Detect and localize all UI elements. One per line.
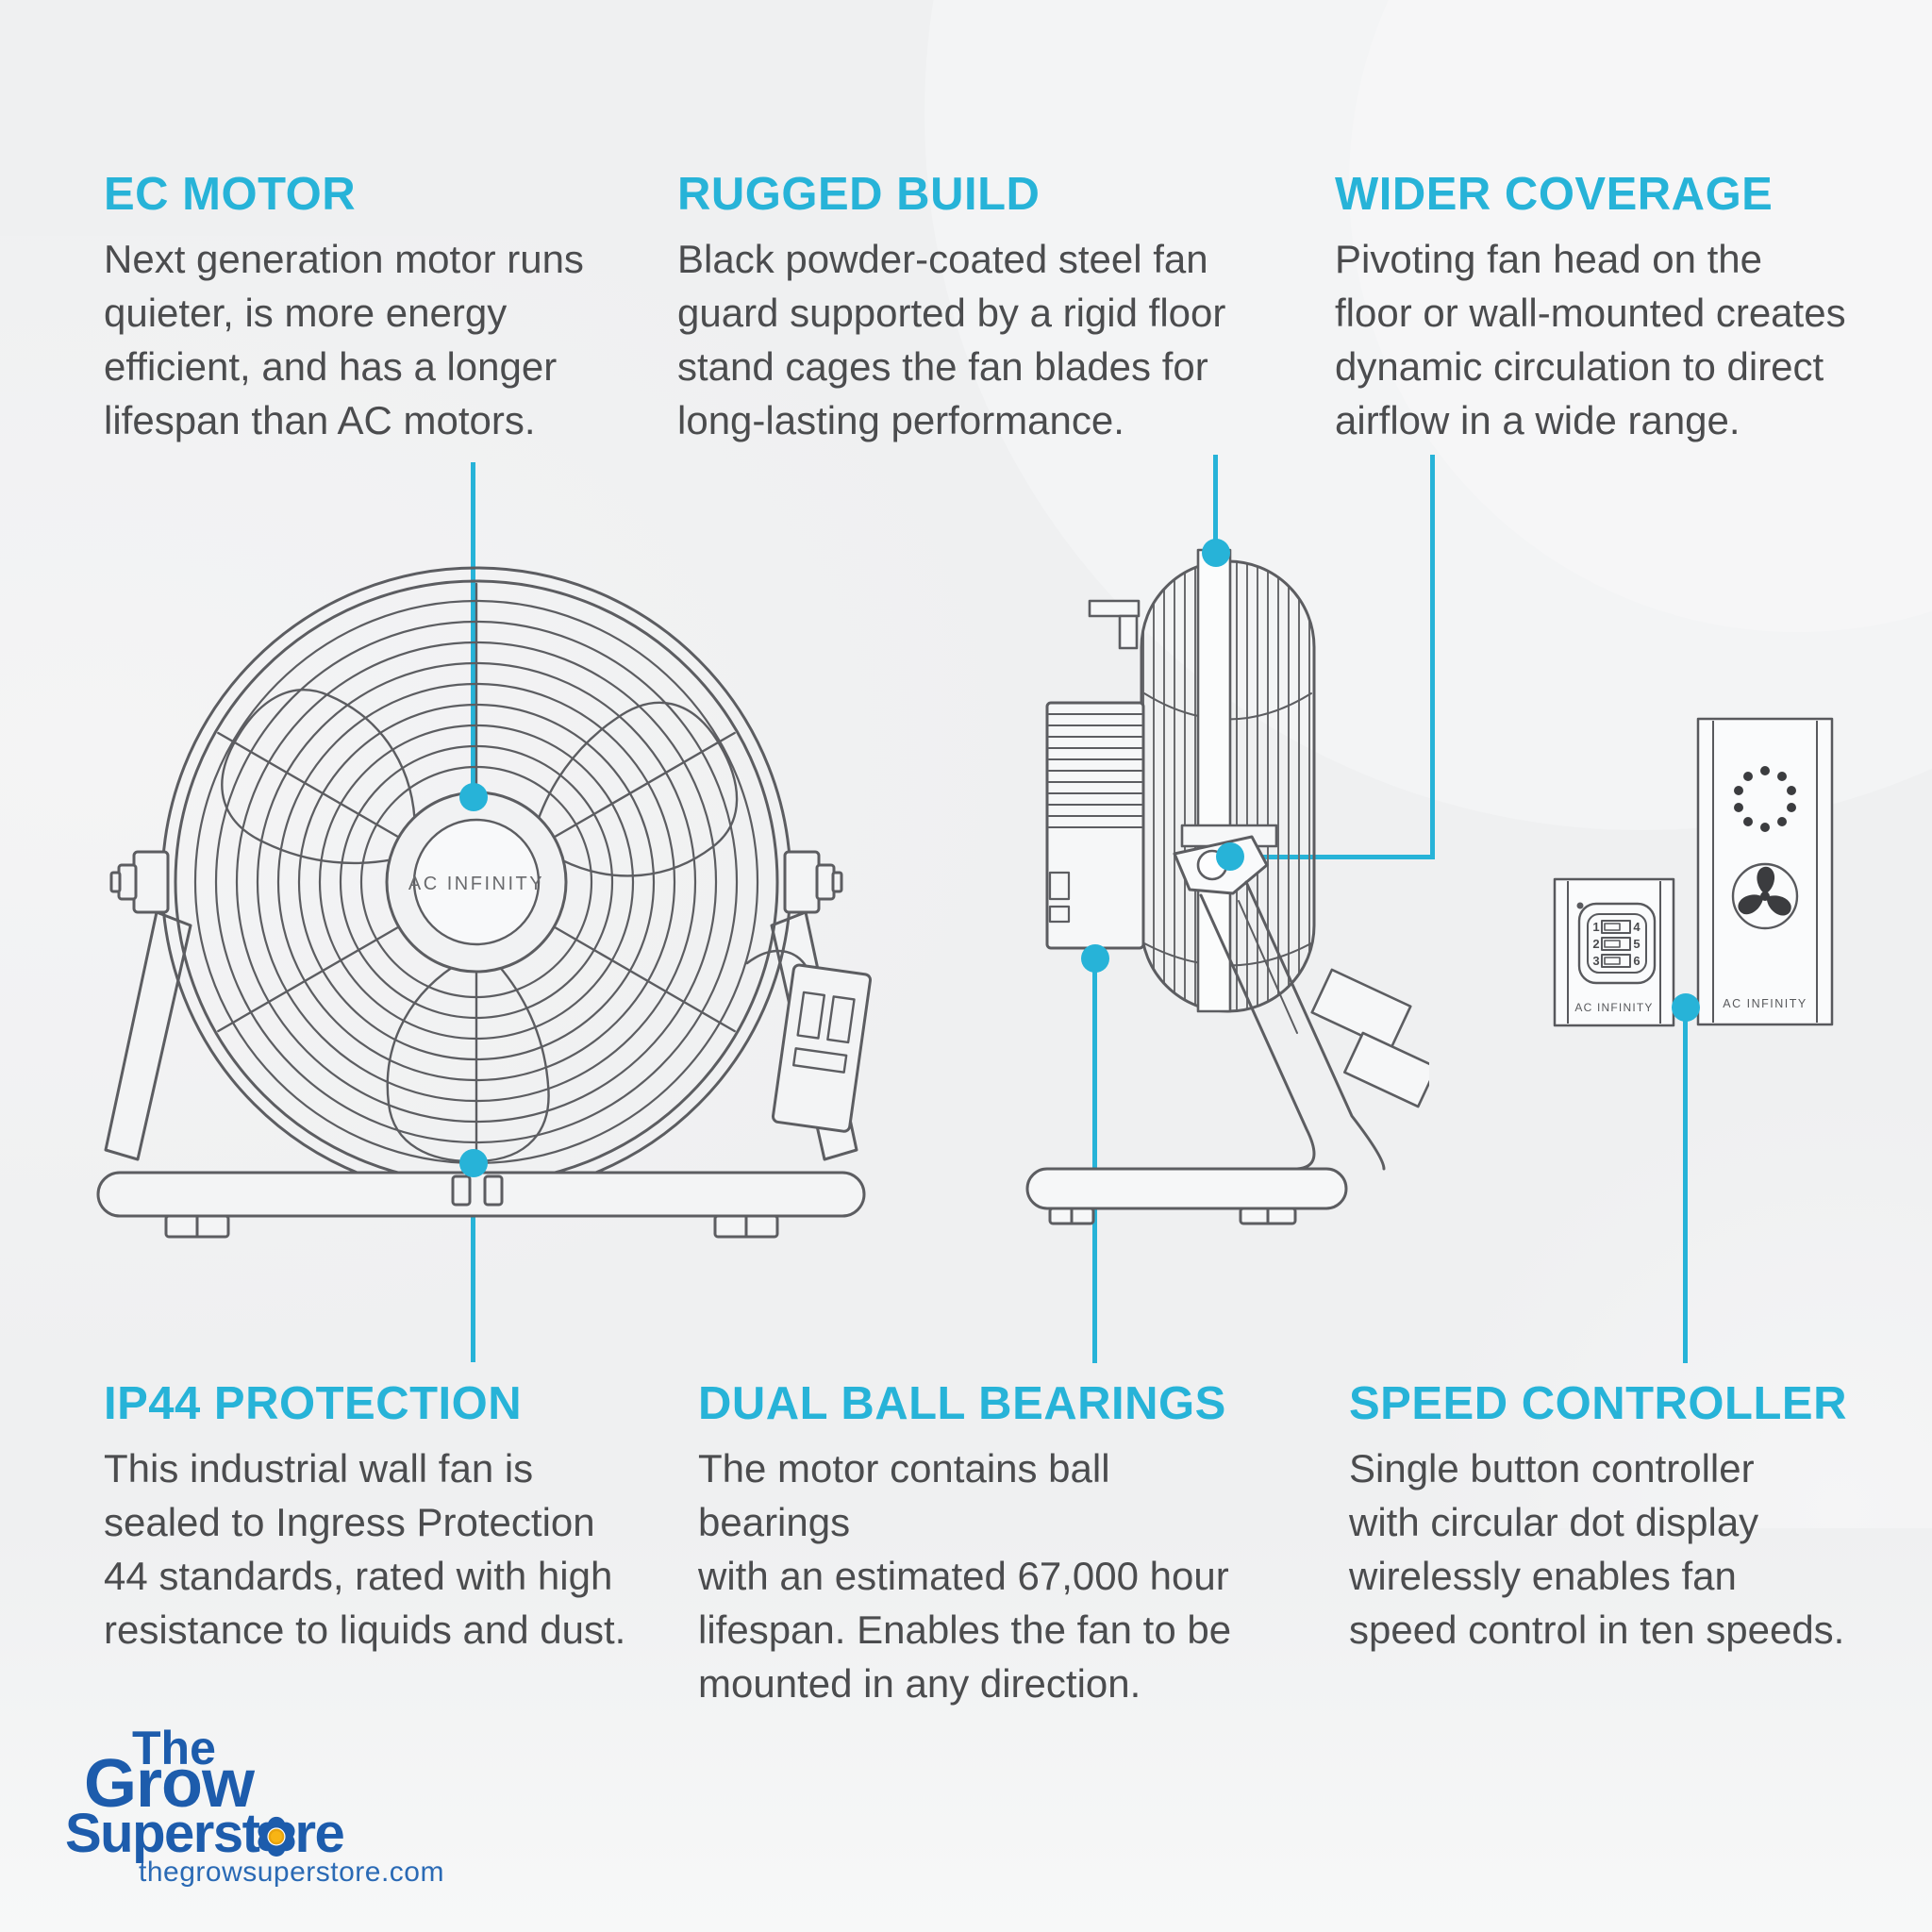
feature-text-line: speed control in ten speeds.	[1349, 1607, 1845, 1652]
dot-display-icon	[1734, 766, 1796, 832]
stand-feet	[1048, 1207, 1297, 1225]
feature-text-line: floor or wall-mounted creates	[1335, 291, 1846, 335]
feature-text-line: with an estimated 67,000 hour	[698, 1554, 1229, 1598]
feature-text-line: lifespan. Enables the fan to be	[698, 1607, 1232, 1652]
feature-speed-controller: SPEED CONTROLLER Single button controlle…	[1349, 1377, 1915, 1657]
fan-front-illustration: AC INFINITY	[96, 566, 873, 1239]
feature-wider-coverage: WIDER COVERAGE Pivoting fan head on the …	[1335, 168, 1901, 447]
feature-text-line: resistance to liquids and dust.	[104, 1607, 626, 1652]
feature-text-line: quieter, is more energy	[104, 291, 508, 335]
feature-text-line: Pivoting fan head on the	[1335, 237, 1763, 281]
callout-line-rugged-build	[1213, 455, 1218, 553]
callout-line-ec-motor	[471, 462, 475, 797]
logo-superstore-prefix: Superst	[65, 1803, 260, 1864]
feature-text-line: dynamic circulation to direct	[1335, 344, 1824, 389]
callout-dot-dual-ball-bearings	[1081, 944, 1109, 973]
logo-superstore-suffix: re	[294, 1803, 344, 1864]
callout-dot-speed-controller	[1672, 993, 1700, 1022]
support-arm	[1199, 880, 1429, 1171]
feature-title: EC MOTOR	[104, 169, 357, 220]
feature-ec-motor: EC MOTOR Next generation motor runs quie…	[104, 168, 670, 447]
feature-text-line: mounted in any direction.	[698, 1661, 1141, 1706]
callout-dot-wider-coverage	[1216, 842, 1244, 871]
feature-text-line: airflow in a wide range.	[1335, 398, 1740, 442]
callout-line-wider-coverage-vertical	[1430, 455, 1435, 859]
svg-text:2: 2	[1592, 937, 1599, 951]
svg-text:3: 3	[1592, 954, 1599, 968]
feature-text-line: This industrial wall fan is	[104, 1446, 534, 1491]
callout-dot-ec-motor	[459, 783, 488, 811]
stand-base-bar	[96, 1171, 866, 1218]
feature-rugged-build: RUGGED BUILD Black powder-coated steel f…	[677, 168, 1243, 447]
logo-the: The	[132, 1722, 216, 1774]
controller-brand-label: AC INFINITY	[1574, 1001, 1653, 1014]
feature-ip44-protection: IP44 PROTECTION This industrial wall fan…	[104, 1377, 670, 1657]
logo-superstore: Superst re	[65, 1802, 345, 1865]
callout-dot-ip44-protection	[459, 1149, 488, 1177]
flower-icon	[258, 1816, 295, 1857]
feature-text-line: efficient, and has a longer	[104, 344, 558, 389]
drum-center-band	[1196, 548, 1232, 1013]
remote-brand-label: AC INFINITY	[1723, 997, 1807, 1010]
dip-switch-rows	[1601, 920, 1631, 968]
feature-text-line: guard supported by a rigid floor	[677, 291, 1226, 335]
junction-box	[771, 963, 873, 1133]
svg-text:4: 4	[1633, 920, 1641, 934]
feature-title: SPEED CONTROLLER	[1349, 1378, 1847, 1429]
feature-text-line: Single button controller	[1349, 1446, 1755, 1491]
feature-text-line: 44 standards, rated with high	[104, 1554, 613, 1598]
feature-text-line: with circular dot display	[1349, 1500, 1759, 1544]
fan-guard-spokes	[217, 582, 736, 1182]
controllers-illustration: 1 2 3 4 5 6 AC INFINITY	[1553, 717, 1834, 1027]
callout-line-speed-controller	[1683, 1008, 1688, 1363]
indicator-dot	[1576, 902, 1584, 909]
logo-website: thegrowsuperstore.com	[139, 1857, 444, 1888]
feature-text-line: long-lasting performance.	[677, 398, 1124, 442]
fan-side-illustration	[1025, 548, 1429, 1225]
dip-switch-numbers: 1 2 3 4 5 6	[1592, 920, 1641, 968]
svg-text:1: 1	[1592, 920, 1599, 934]
callout-line-dual-ball-bearings	[1092, 958, 1097, 1363]
fan-icon	[1738, 866, 1791, 916]
feature-title: RUGGED BUILD	[677, 169, 1041, 220]
dip-switch-controller: 1 2 3 4 5 6 AC INFINITY	[1553, 877, 1675, 1027]
pivot-bolt-right	[783, 850, 843, 914]
callout-dot-rugged-build	[1202, 539, 1230, 567]
power-cable	[745, 949, 809, 971]
feature-text-line: lifespan than AC motors.	[104, 398, 536, 442]
feature-title: DUAL BALL BEARINGS	[698, 1378, 1226, 1429]
stand-leg-left	[104, 910, 192, 1161]
stand-feet	[164, 1174, 779, 1239]
feature-text-line: The motor contains ball bearings	[698, 1446, 1110, 1544]
feature-text-line: wirelessly enables fan	[1349, 1554, 1737, 1598]
feature-title: IP44 PROTECTION	[104, 1378, 523, 1429]
fan-hub-brand-label: AC INFINITY	[408, 874, 544, 894]
callout-line-wider-coverage-horizontal	[1230, 855, 1435, 859]
feature-text-line: Black powder-coated steel fan	[677, 237, 1208, 281]
svg-text:6: 6	[1633, 954, 1640, 968]
stand-base-bar	[1025, 1167, 1348, 1210]
feature-text-line: sealed to Ingress Protection	[104, 1500, 595, 1544]
wireless-remote: AC INFINITY	[1696, 717, 1834, 1026]
logo-grow: Grow	[84, 1746, 255, 1822]
brand-logo: The Grow Superst re thegrowsuperstore.co…	[65, 1722, 443, 1913]
fan-hub-center	[412, 818, 541, 946]
feature-title: WIDER COVERAGE	[1335, 169, 1774, 220]
feature-dual-ball-bearings: DUAL BALL BEARINGS The motor contains ba…	[698, 1377, 1264, 1710]
wall-mount-bracket	[1088, 599, 1141, 650]
svg-text:5: 5	[1633, 937, 1640, 951]
fan-button	[1731, 862, 1799, 930]
pivot-bolt-left	[109, 850, 170, 914]
motor-housing	[1045, 701, 1145, 950]
feature-text-line: stand cages the fan blades for	[677, 344, 1208, 389]
feature-text-line: Next generation motor runs	[104, 237, 584, 281]
callout-line-ip44-protection	[471, 1163, 475, 1362]
